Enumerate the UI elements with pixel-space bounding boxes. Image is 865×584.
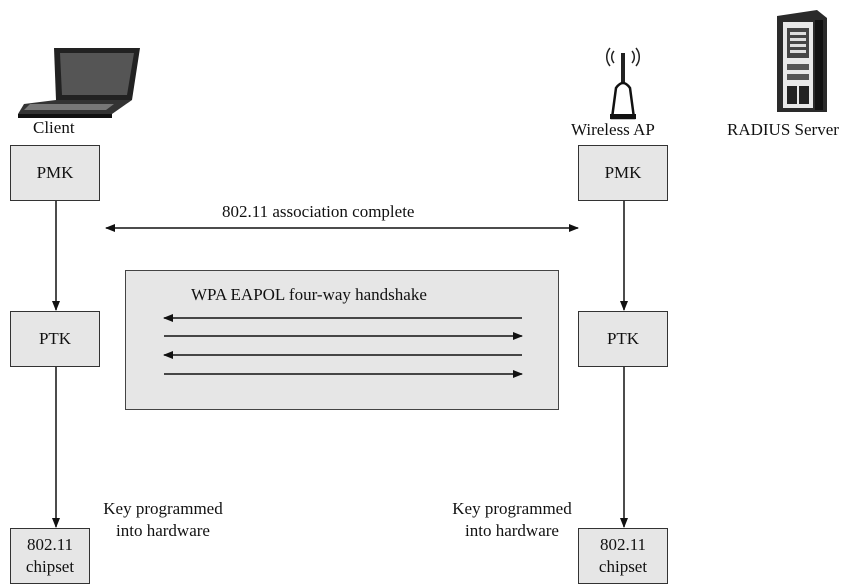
wireless-ap-label: Wireless AP [571,120,655,139]
ap-pmk-box: PMK [578,145,668,201]
ap-chipset-line2: chipset [598,557,648,576]
association-label: 802.11 association complete [222,202,415,221]
client-key-note-line1: Key programmed [103,499,223,518]
handshake-panel [125,270,559,410]
client-chipset-line2: chipset [25,557,75,576]
ap-key-note: Key programmed into hardware [437,498,587,542]
client-key-note-line2: into hardware [116,521,210,540]
laptop-icon [16,44,144,120]
ap-key-note-line1: Key programmed [452,499,572,518]
wireless-access-point-icon [600,42,646,120]
client-ptk-text: PTK [38,329,72,348]
client-pmk-box: PMK [10,145,100,201]
client-chipset-line1: 802.11 [26,535,74,554]
ap-chipset-line1: 802.11 [599,535,647,554]
ap-ptk-box: PTK [578,311,668,367]
client-key-note: Key programmed into hardware [88,498,238,542]
handshake-title: WPA EAPOL four-way handshake [191,285,427,304]
ap-ptk-text: PTK [606,329,640,348]
ap-key-note-line2: into hardware [465,521,559,540]
client-label: Client [33,118,75,137]
client-pmk-text: PMK [36,163,74,182]
client-chipset-box: 802.11 chipset [10,528,90,584]
server-tower-icon [773,8,829,114]
ap-pmk-text: PMK [604,163,642,182]
radius-server-label: RADIUS Server [727,120,839,139]
client-ptk-box: PTK [10,311,100,367]
ap-chipset-box: 802.11 chipset [578,528,668,584]
